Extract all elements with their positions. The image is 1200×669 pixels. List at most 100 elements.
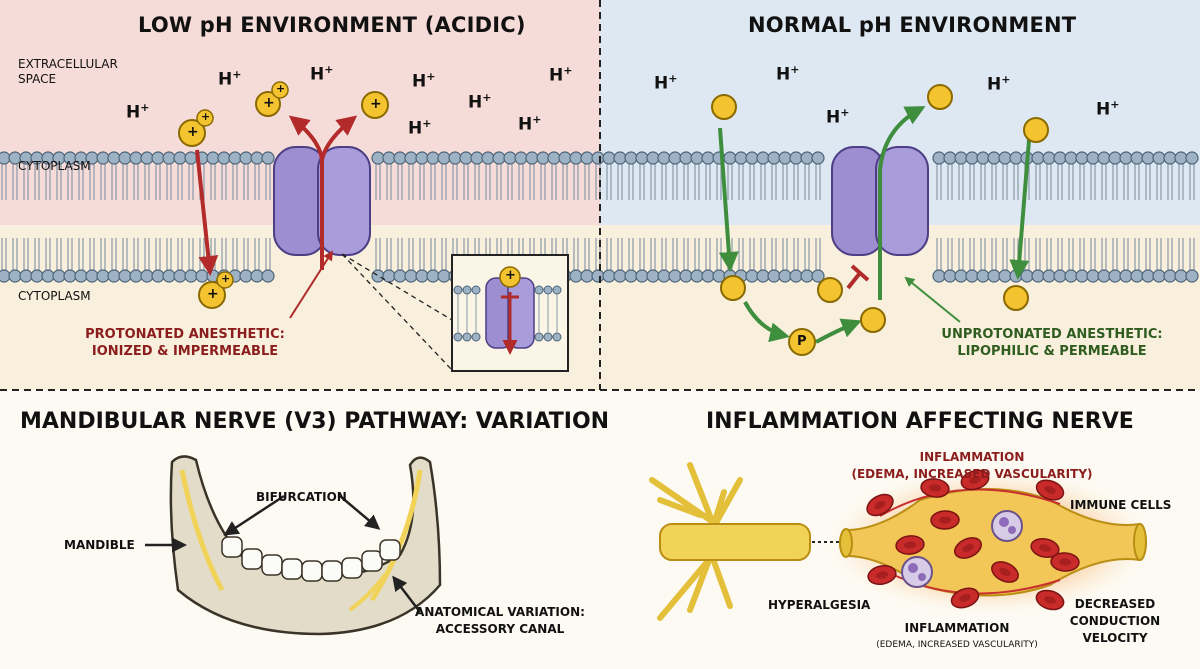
extracellular-label: EXTRACELLULAR SPACE — [18, 57, 118, 86]
proton-label: H+ — [987, 73, 1011, 95]
charge-sign: + — [221, 272, 231, 285]
unprotonated-caption-line2: LIPOPHILIC & PERMEABLE — [957, 344, 1147, 359]
block-inhibitor-bar — [850, 264, 870, 282]
teeth-row — [221, 536, 401, 582]
inflammation-top-line1: INFLAMMATION — [919, 450, 1025, 464]
variation-caption-line2: ACCESSORY CANAL — [435, 622, 565, 636]
proton-label: H+ — [826, 106, 850, 128]
unprotonated-caption-line1: UNPROTONATED ANESTHETIC: — [941, 327, 1163, 342]
neutral-molecule — [711, 94, 737, 120]
neutral-molecule — [1003, 285, 1029, 311]
bifurcation-label: BIFURCATION — [256, 490, 347, 504]
proton-label: H+ — [776, 63, 800, 85]
proton-label: H+ — [310, 63, 334, 85]
proton-label: H+ — [408, 117, 432, 139]
neutral-molecule — [817, 277, 843, 303]
neutral-molecule — [927, 84, 953, 110]
proton-label: H+ — [412, 70, 436, 92]
charge-sign: + — [263, 95, 275, 111]
protonated-caption-line1: PROTONATED ANESTHETIC: — [85, 327, 285, 342]
decreased-line2: CONDUCTION — [1069, 614, 1161, 628]
phosphate-label: P — [797, 334, 807, 349]
proton-label: H+ — [654, 72, 678, 94]
immune-cell — [991, 510, 1023, 542]
phosphate-molecule — [788, 328, 816, 356]
low-ph-title: LOW pH ENVIRONMENT (ACIDIC) — [138, 13, 526, 37]
proton-label: H+ — [518, 113, 542, 135]
proton-label: H+ — [549, 64, 573, 86]
charge-sign: + — [276, 82, 286, 95]
red-blood-cell — [950, 587, 980, 609]
mandible-illustration — [169, 455, 442, 636]
charged-molecule — [255, 81, 289, 117]
channel-pass-arrow — [878, 106, 926, 300]
red-blood-cell — [960, 469, 990, 491]
mandibular-title: MANDIBULAR NERVE (V3) PATHWAY: VARIATION — [20, 409, 610, 434]
inflammation-title: INFLAMMATION AFFECTING NERVE — [706, 409, 1134, 434]
red-blood-cell — [954, 537, 982, 559]
ion-channel-right — [831, 146, 929, 256]
block-inhibitor-stem — [846, 271, 862, 290]
red-blood-cell — [1030, 537, 1060, 559]
normal-ph-title: NORMAL pH ENVIRONMENT — [748, 13, 1077, 37]
zoom-inset — [451, 254, 569, 372]
proton-label: H+ — [218, 68, 242, 90]
neutral-molecule — [1023, 117, 1049, 143]
inflammation-bottom-line2: (EDEMA, INCREASED VASCULARITY) — [876, 640, 1038, 650]
charge-sign: + — [201, 110, 211, 123]
red-blood-cells — [866, 469, 1080, 611]
zoom-line-top — [341, 253, 453, 321]
decreased-line1: DECREASED — [1074, 597, 1156, 611]
decreased-conduction-caption: DECREASED CONDUCTION VELOCITY — [1040, 596, 1190, 647]
charge-sign: + — [187, 124, 199, 140]
channel-exit-arrow-right — [320, 115, 358, 161]
red-blood-cell — [920, 478, 950, 498]
inflammation-top-line2: (EDEMA, INCREASED VASCULARITY) — [851, 467, 1093, 481]
variation-pointer — [392, 575, 421, 613]
cytoplasm-label-bottom: CYTOPLASM — [18, 289, 91, 303]
proton-label: H+ — [468, 91, 492, 113]
red-blood-cell — [930, 510, 960, 530]
proton-label: H+ — [126, 101, 150, 123]
charge-sign: + — [207, 286, 219, 302]
caption-pointer-left — [289, 250, 334, 319]
red-blood-cell — [1050, 552, 1080, 572]
binding-arrow-2 — [815, 318, 862, 344]
red-blood-cell — [1035, 479, 1065, 501]
binding-arrow-1 — [743, 301, 790, 343]
inflammation-bottom-caption: INFLAMMATION (EDEMA, INCREASED VASCULARI… — [862, 620, 1052, 654]
inflammation-top-caption: INFLAMMATION (EDEMA, INCREASED VASCULARI… — [842, 449, 1102, 483]
proton-label: H+ — [1096, 98, 1120, 120]
neutral-molecule — [720, 275, 746, 301]
mandible-label: MANDIBLE — [64, 538, 135, 552]
red-blood-cell — [1035, 589, 1065, 611]
bifurcation-pointer-left — [223, 494, 285, 536]
decreased-line3: VELOCITY — [1082, 631, 1148, 645]
immune-cell — [901, 556, 933, 588]
inflammation-bottom-line1: INFLAMMATION — [904, 621, 1010, 635]
bifurcation-pointer-right — [339, 495, 381, 530]
caption-pointer-right — [904, 276, 961, 323]
variation-caption: ANATOMICAL VARIATION: ACCESSORY CANAL — [400, 604, 600, 638]
permeable-arrow-2 — [1009, 127, 1032, 280]
red-blood-cell — [867, 565, 897, 585]
red-blood-cell — [866, 493, 894, 517]
charged-molecule — [198, 271, 234, 309]
unprotonated-caption: UNPROTONATED ANESTHETIC: LIPOPHILIC & PE… — [932, 326, 1172, 360]
variation-caption-line1: ANATOMICAL VARIATION: — [415, 605, 585, 619]
charged-molecule — [178, 109, 214, 147]
red-blood-cell — [991, 561, 1019, 583]
ion-channel-left — [273, 146, 371, 256]
protonated-blocked-arrow — [195, 149, 219, 276]
charge-sign: + — [370, 96, 382, 112]
immune-cells-label: IMMUNE CELLS — [1070, 498, 1172, 512]
red-blood-cell — [895, 535, 925, 555]
hyperalgesia-label: HYPERALGESIA — [768, 598, 871, 612]
permeable-arrow-1 — [718, 127, 739, 272]
protonated-caption-line2: IONIZED & IMPERMEABLE — [91, 344, 279, 359]
charge-sign: + — [505, 268, 516, 283]
protonated-caption: PROTONATED ANESTHETIC: IONIZED & IMPERME… — [80, 326, 290, 360]
charged-molecule — [361, 91, 389, 119]
